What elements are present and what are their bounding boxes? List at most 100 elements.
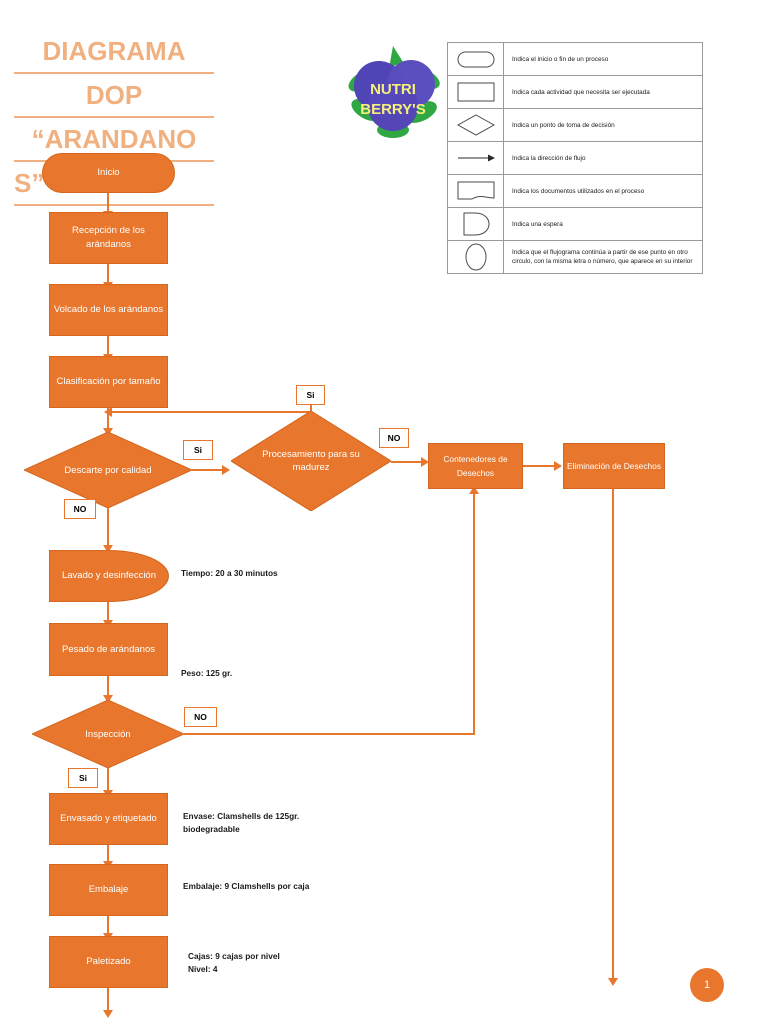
node-clasificacion[interactable]: Clasificación por tamaño: [49, 356, 168, 408]
connector-embalaje-paletizado: [107, 916, 109, 934]
node-inspeccion[interactable]: Inspección: [32, 700, 184, 768]
title-line-4: S”: [14, 162, 214, 206]
legend-row-text: Indica un ponto de toma de decisión: [512, 121, 615, 129]
annotation-embalaje: Embalaje: 9 Clamshells por caja: [183, 881, 310, 891]
connector-descarte-procesamiento: [192, 469, 224, 471]
legend-row-text: Indica los documentos utilizados en el p…: [512, 187, 645, 195]
connector-procesamiento-loop-up: [310, 403, 312, 413]
branch-label-text: NO: [194, 712, 207, 722]
legend-row: Indica una espera: [448, 208, 702, 241]
connector-eliminacion-down: [612, 489, 614, 982]
document-icon: [448, 175, 504, 207]
node-label: Paletizado: [86, 956, 131, 967]
rectangle-icon: [448, 76, 504, 108]
node-envasado-etiquetado[interactable]: Envasado y etiquetado: [49, 793, 168, 845]
page-number-text: 1: [703, 979, 711, 991]
node-label: Descarte por calidad: [64, 464, 152, 476]
branch-label-text: Si: [306, 390, 315, 400]
node-label: Inicio: [97, 167, 120, 178]
title-line-2: DOP: [14, 74, 214, 118]
node-label: Clasificación por tamaño: [56, 376, 161, 387]
node-label: Pesado de arándanos: [62, 643, 155, 655]
connector-inicio-recepcion: [107, 193, 109, 213]
connector-descarte-lavado: [107, 508, 109, 548]
legend-row-text: Indica que el flujograma continúa a part…: [512, 249, 693, 265]
branch-label-text: NO: [387, 433, 401, 443]
arrowhead-right: [222, 465, 230, 475]
page-title: DIAGRAMA DOP “ARANDANO S”: [14, 30, 214, 206]
annotation-envasado: Envase: Clamshells de 125gr. biodegradab…: [183, 811, 300, 834]
legend-row-text: Indica el inicio o fin de un proceso: [512, 55, 609, 63]
node-label: Inspección: [85, 728, 131, 740]
node-paletizado[interactable]: Paletizado: [49, 936, 168, 988]
branch-label-descarte-si: Si: [183, 440, 213, 460]
title-line-1: DIAGRAMA: [14, 30, 214, 74]
connector-contenedores-eliminacion: [523, 465, 558, 467]
connector-lavado-pesado: [107, 602, 109, 622]
connector-paletizado-down: [107, 988, 109, 1012]
legend-row-text: Indica una espera: [512, 220, 563, 228]
branch-label-procesamiento-si: Si: [296, 385, 325, 405]
connector-procesamiento-contenedores: [391, 461, 424, 463]
node-recepcion[interactable]: Recepción de los arándanos: [49, 212, 168, 264]
node-contenedores-desechos[interactable]: Contenedores de Desechos: [428, 443, 523, 489]
node-label: Volcado de los arándanos: [53, 304, 164, 315]
arrowhead-down: [103, 545, 113, 553]
arrowhead-down: [103, 1010, 113, 1018]
legend-row: Indica la dirección de flujo: [448, 142, 702, 175]
arrowhead-left: [104, 407, 112, 417]
node-label: Eliminación de Desechos: [566, 461, 662, 471]
node-pesado-arandanos[interactable]: Pesado de arándanos: [49, 623, 168, 676]
connector-procesamiento-loop-left: [112, 411, 312, 413]
connector-pesado-inspeccion: [107, 676, 109, 698]
branch-label-inspeccion-si: Si: [68, 768, 98, 788]
branch-label-text: Si: [78, 773, 88, 783]
arrowhead-down: [608, 978, 618, 986]
node-inicio[interactable]: Inicio: [42, 153, 175, 193]
connector-inspeccion-envasado: [107, 768, 109, 793]
legend-row: Indica que el flujograma continúa a part…: [448, 241, 702, 273]
node-label: Lavado y desinfección: [61, 570, 156, 581]
arrowhead-right: [421, 457, 429, 467]
rounded-rectangle-icon: [448, 43, 504, 75]
nutri-berrys-logo: NUTRI BERRY'S: [345, 38, 441, 142]
connector-envasado-embalaje: [107, 845, 109, 863]
annotation-lavado: Tiempo: 20 a 30 minutos: [181, 568, 278, 578]
connector-volcado-clasificacion: [107, 336, 109, 356]
node-procesamiento-madurez[interactable]: Procesamiento para su madurez: [231, 411, 391, 511]
legend-table: Indica el inicio o fin de un proceso Ind…: [447, 42, 703, 274]
branch-label-procesamiento-no: NO: [379, 428, 409, 448]
node-label: Contenedores de Desechos: [443, 454, 508, 478]
node-eliminacion-desechos[interactable]: Eliminación de Desechos: [563, 443, 665, 489]
page-number-badge: 1: [690, 968, 724, 1002]
legend-row-text: Indica la dirección de flujo: [512, 154, 586, 162]
connector-clasificacion-descarte: [107, 408, 109, 430]
legend-row-text: Indica cada actividad que necesita ser e…: [512, 88, 650, 96]
arrowhead-right: [554, 461, 562, 471]
node-descarte-por-calidad[interactable]: Descarte por calidad: [24, 432, 192, 508]
branch-label-descarte-no: NO: [64, 499, 96, 519]
legend-row: Indica los documentos utilizados en el p…: [448, 175, 702, 208]
node-label: Recepción de los arándanos: [72, 225, 145, 250]
node-lavado-desinfeccion[interactable]: Lavado y desinfección: [49, 550, 169, 602]
node-embalaje[interactable]: Embalaje: [49, 864, 168, 916]
logo-text-line1: NUTRI: [370, 81, 416, 98]
arrow-icon: [448, 142, 504, 174]
node-label: Envasado y etiquetado: [60, 813, 157, 824]
legend-row: Indica el inicio o fin de un proceso: [448, 43, 702, 76]
annotation-paletizado: Cajas: 9 cajas por nivel Nivel: 4: [188, 951, 280, 974]
connector-inspeccion-up: [473, 491, 475, 735]
node-label: Procesamiento para su madurez: [262, 449, 360, 473]
arrowhead-up: [469, 486, 479, 494]
node-label: Embalaje: [88, 884, 129, 895]
wait-icon: [448, 208, 504, 240]
logo-text-line2: BERRY'S: [360, 101, 426, 118]
branch-label-text: Si: [193, 445, 203, 455]
circle-icon: [448, 241, 504, 273]
arrowhead-down: [103, 695, 113, 703]
annotation-pesado: Peso: 125 gr.: [181, 668, 233, 678]
connector-recepcion-volcado: [107, 264, 109, 284]
node-volcado[interactable]: Volcado de los arándanos: [49, 284, 168, 336]
diamond-icon: [448, 109, 504, 141]
